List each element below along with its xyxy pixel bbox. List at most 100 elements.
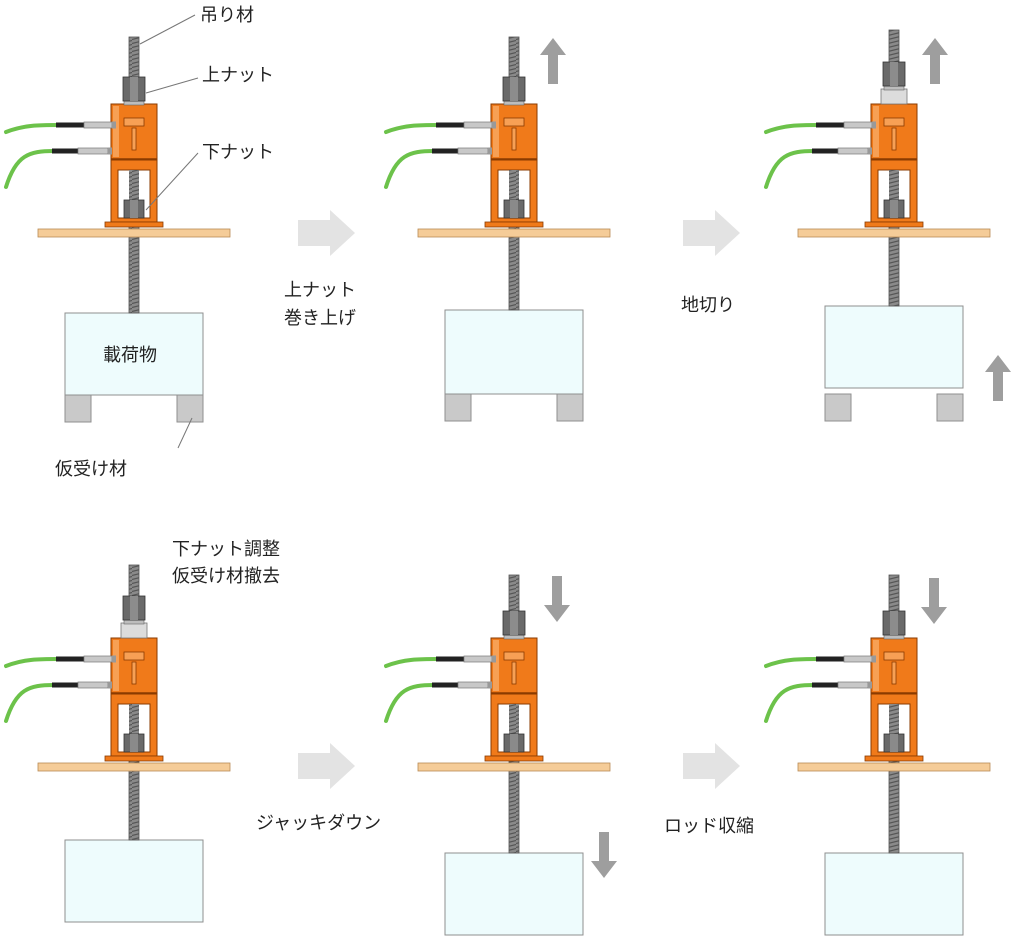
hose-fitting-lower	[52, 682, 78, 688]
label-lower-nut: 下ナット	[202, 142, 274, 163]
label-step-4: ジャッキダウン	[256, 813, 382, 834]
leader-line-1	[139, 14, 196, 45]
up-arrow-icon	[985, 355, 1011, 401]
jack-window	[503, 117, 525, 127]
coupler-lower	[837, 147, 869, 155]
jack-window	[123, 117, 145, 127]
temp-support-right	[556, 393, 584, 422]
step-panel-5	[384, 574, 611, 936]
up-arrow-icon	[922, 38, 948, 84]
coupler-lower	[457, 147, 489, 155]
jack-window	[883, 651, 905, 661]
jack-window	[503, 651, 525, 661]
load-block	[824, 305, 964, 389]
load-block	[444, 309, 584, 395]
leader-line-3	[145, 152, 199, 211]
label-step-2: 地切り	[681, 295, 735, 316]
right-chevron-arrow-icon	[683, 210, 740, 256]
down-arrow-icon	[591, 832, 617, 878]
load-block	[64, 839, 204, 923]
label-upper-nut: 上ナット	[202, 65, 274, 86]
down-arrow-icon	[921, 578, 947, 624]
washer	[883, 85, 905, 91]
jack-base-plate	[484, 755, 544, 762]
coupler-upper	[83, 121, 113, 129]
hydraulic-hose-upper	[764, 123, 821, 134]
support-beam	[797, 228, 991, 238]
hose-fitting-lower	[812, 148, 838, 154]
hose-fitting-upper	[816, 122, 844, 128]
step-panel-4	[4, 564, 231, 923]
up-arrow-icon	[540, 38, 566, 84]
coupler-lower	[457, 681, 489, 689]
label-step-3-line-1: 下ナット調整	[172, 539, 280, 560]
hydraulic-hose-lower	[764, 683, 816, 723]
jack-ram	[880, 88, 908, 105]
hose-fitting-lower	[432, 148, 458, 154]
hydraulic-hose-lower	[384, 149, 436, 189]
hose-fitting-upper	[436, 656, 464, 662]
temp-support-right	[936, 393, 964, 422]
support-beam	[797, 762, 991, 772]
step-panel-2	[384, 36, 611, 422]
support-beam	[417, 228, 611, 238]
hydraulic-hose-lower	[384, 683, 436, 723]
label-step-1-line-1: 上ナット	[284, 280, 356, 301]
label-step-1-line-2: 巻き上げ	[284, 308, 356, 329]
hydraulic-hose-upper	[384, 123, 441, 134]
support-beam	[37, 228, 231, 238]
coupler-upper	[843, 121, 873, 129]
washer	[123, 619, 145, 625]
jack-base-plate	[104, 755, 164, 762]
jack-window	[883, 117, 905, 127]
hose-fitting-upper	[56, 656, 84, 662]
coupler-upper	[843, 655, 873, 663]
label-hanger: 吊り材	[200, 5, 254, 26]
hydraulic-hose-upper	[4, 657, 61, 668]
down-arrow-icon	[544, 576, 570, 622]
leader-line-2	[145, 77, 199, 94]
load-block	[824, 852, 964, 936]
leader-line-4	[177, 417, 193, 449]
jack-base-plate	[104, 221, 164, 228]
jack-base-plate	[484, 221, 544, 228]
washer	[883, 634, 905, 640]
hose-fitting-upper	[436, 122, 464, 128]
hydraulic-hose-lower	[4, 683, 56, 723]
label-step-5: ロッド収縮	[664, 816, 754, 837]
jack-base-plate	[864, 755, 924, 762]
coupler-lower	[77, 681, 109, 689]
washer	[123, 100, 145, 106]
coupler-upper	[463, 655, 493, 663]
right-chevron-arrow-icon	[298, 210, 355, 256]
temp-support-left	[64, 394, 92, 423]
coupler-upper	[463, 121, 493, 129]
hose-fitting-upper	[816, 656, 844, 662]
label-step-3-line-2: 仮受け材撤去	[172, 566, 280, 587]
hydraulic-hose-upper	[384, 657, 441, 668]
support-beam	[37, 762, 231, 772]
hydraulic-hose-lower	[764, 149, 816, 189]
jack-window	[123, 651, 145, 661]
temp-support-left	[444, 393, 472, 422]
hose-fitting-upper	[56, 122, 84, 128]
hydraulic-hose-lower	[4, 149, 56, 189]
hydraulic-hose-upper	[4, 123, 61, 134]
coupler-lower	[77, 147, 109, 155]
hydraulic-hose-upper	[764, 657, 821, 668]
washer	[503, 100, 525, 106]
temp-support-left	[824, 393, 852, 422]
coupler-upper	[83, 655, 113, 663]
right-chevron-arrow-icon	[298, 743, 355, 789]
support-beam	[417, 762, 611, 772]
step-panel-6	[764, 574, 991, 936]
washer	[503, 634, 525, 640]
jack-base-plate	[864, 221, 924, 228]
right-chevron-arrow-icon	[683, 743, 740, 789]
hose-fitting-lower	[52, 148, 78, 154]
step-panel-1	[4, 36, 231, 423]
label-load: 載荷物	[103, 345, 157, 366]
coupler-lower	[837, 681, 869, 689]
hose-fitting-lower	[432, 682, 458, 688]
